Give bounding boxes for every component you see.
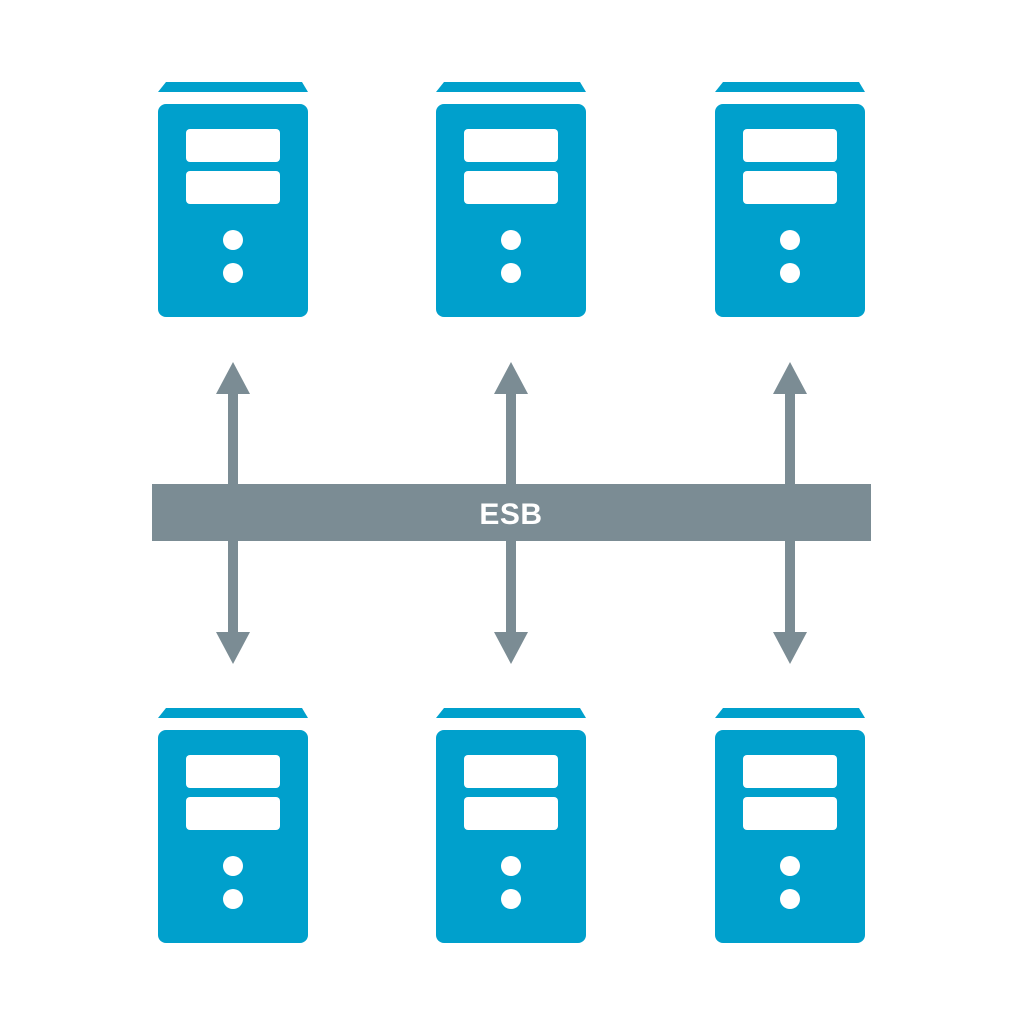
server-icon: [436, 82, 586, 317]
esb-bus: ESB: [152, 484, 871, 541]
server-icon: [436, 708, 586, 943]
server-icon: [158, 708, 308, 943]
server-icon: [715, 708, 865, 943]
esb-label: ESB: [479, 498, 542, 531]
server-icon: [715, 82, 865, 317]
server-icon: [158, 82, 308, 317]
